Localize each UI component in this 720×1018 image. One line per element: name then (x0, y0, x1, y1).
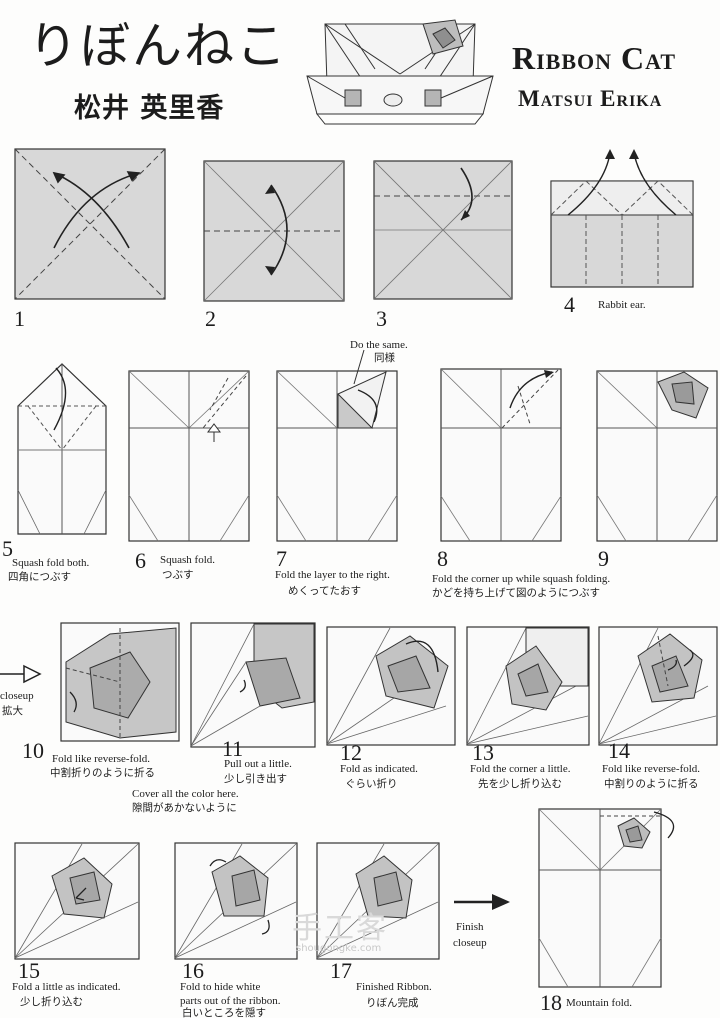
step-10-diagram (60, 622, 180, 742)
step-4-diagram (550, 149, 694, 288)
step-4-caption: Rabbit ear. (598, 299, 646, 311)
closeup-label-jp: 拡大 (2, 705, 23, 717)
step-14-diagram (598, 626, 718, 746)
step-13-diagram (466, 626, 590, 746)
step-14-caption-jp: 中割りのように折る (604, 778, 699, 790)
step-16-number: 16 (182, 958, 204, 983)
step-8-caption: Fold the corner up while squash folding. (432, 573, 611, 585)
step-8-diagram (440, 368, 562, 542)
step-10-number: 10 (22, 738, 44, 763)
watermark-logo: 手工客 (292, 911, 388, 946)
step-15-number: 15 (18, 958, 40, 983)
step-6-number: 6 (135, 548, 146, 573)
step-7-note-jp: 同様 (374, 352, 395, 364)
step-14-number: 14 (608, 738, 630, 763)
step-13-caption-jp: 先を少し折り込む (478, 778, 562, 790)
step-14-caption: Fold like reverse-fold. (602, 763, 701, 775)
step-17-number: 17 (330, 958, 352, 983)
step-8-number: 8 (437, 546, 448, 571)
step-6-diagram (128, 370, 250, 542)
step-7-caption: Fold the layer to the right. (275, 569, 390, 581)
step-2-diagram (203, 160, 345, 302)
step-5-diagram (17, 363, 107, 535)
title-english: Ribbon Cat (512, 40, 677, 76)
step-15-diagram (14, 842, 140, 960)
step-17-diagram (316, 842, 440, 960)
author-english: Matsui Erika (518, 86, 663, 111)
step-18-caption: Mountain fold. (566, 997, 632, 1009)
step-4-number: 4 (564, 292, 575, 317)
step-15-caption: Fold a little as indicated. (12, 981, 121, 993)
step-5-caption: Squash fold both. (12, 557, 90, 569)
step-9-diagram (596, 370, 718, 542)
step-5-number: 5 (2, 536, 13, 561)
step-12-diagram (326, 626, 456, 746)
step-9-number: 9 (598, 546, 609, 571)
step-10-caption: Fold like reverse-fold. (52, 753, 151, 765)
step-16-diagram (174, 842, 298, 960)
step-1-number: 1 (14, 306, 25, 331)
step-7-caption-jp: めくってたおす (288, 585, 361, 597)
closeup-arrow-icon (0, 664, 42, 684)
step-16-caption-jp: 白いところを隠す (182, 1007, 266, 1018)
title-japanese: りぼんねこ (28, 17, 288, 75)
step-13-number: 13 (472, 740, 494, 765)
step-18-number: 18 (540, 990, 562, 1015)
step-17-caption: Finished Ribbon. (356, 981, 432, 993)
step-7-number: 7 (276, 546, 287, 571)
step-3-number: 3 (376, 306, 387, 331)
step-11-note-jp: 隙間があかないように (132, 802, 237, 814)
watermark-url: shougongke.com (296, 943, 382, 954)
step-11-caption: Pull out a little. (224, 758, 292, 770)
step-5-caption-jp: 四角につぶす (8, 571, 71, 583)
step-3-diagram (373, 160, 513, 300)
step-10-caption-jp: 中割折りのように折る (50, 767, 155, 779)
step-7-note: Do the same. (350, 339, 408, 351)
step-8-caption-jp: かどを持ち上げて図のようにつぶす (432, 587, 600, 599)
step-7-diagram (276, 349, 398, 542)
closeup-label: closeup (0, 690, 34, 702)
step-2-number: 2 (205, 306, 216, 331)
step-11-diagram (190, 622, 316, 748)
step-15-caption-jp: 少し折り込む (20, 996, 83, 1008)
step-11-number: 11 (222, 736, 244, 761)
step-17-caption-jp: りぼん完成 (366, 997, 419, 1009)
author-japanese: 松井 英里香 (74, 93, 225, 124)
step-12-number: 12 (340, 740, 362, 765)
step-13-caption: Fold the corner a little. (470, 763, 571, 775)
step-6-caption: Squash fold. (160, 554, 215, 566)
step-16-caption: Fold to hide white parts out of the ribb… (180, 981, 281, 1007)
step-12-caption-jp: ぐらい折り (345, 778, 398, 790)
step-12-caption: Fold as indicated. (340, 763, 418, 775)
step-18-diagram (538, 808, 675, 988)
step-1-diagram (14, 148, 166, 300)
step-11-note: Cover all the color here. (132, 788, 239, 800)
cat-illustration (306, 19, 494, 125)
finish-label-line1: Finish (456, 921, 484, 933)
step-11-caption-jp: 少し引き出す (224, 773, 287, 785)
finish-arrow-icon (454, 894, 510, 910)
finish-label-line2: closeup (453, 937, 487, 949)
step-6-caption-jp: つぶす (162, 569, 194, 581)
